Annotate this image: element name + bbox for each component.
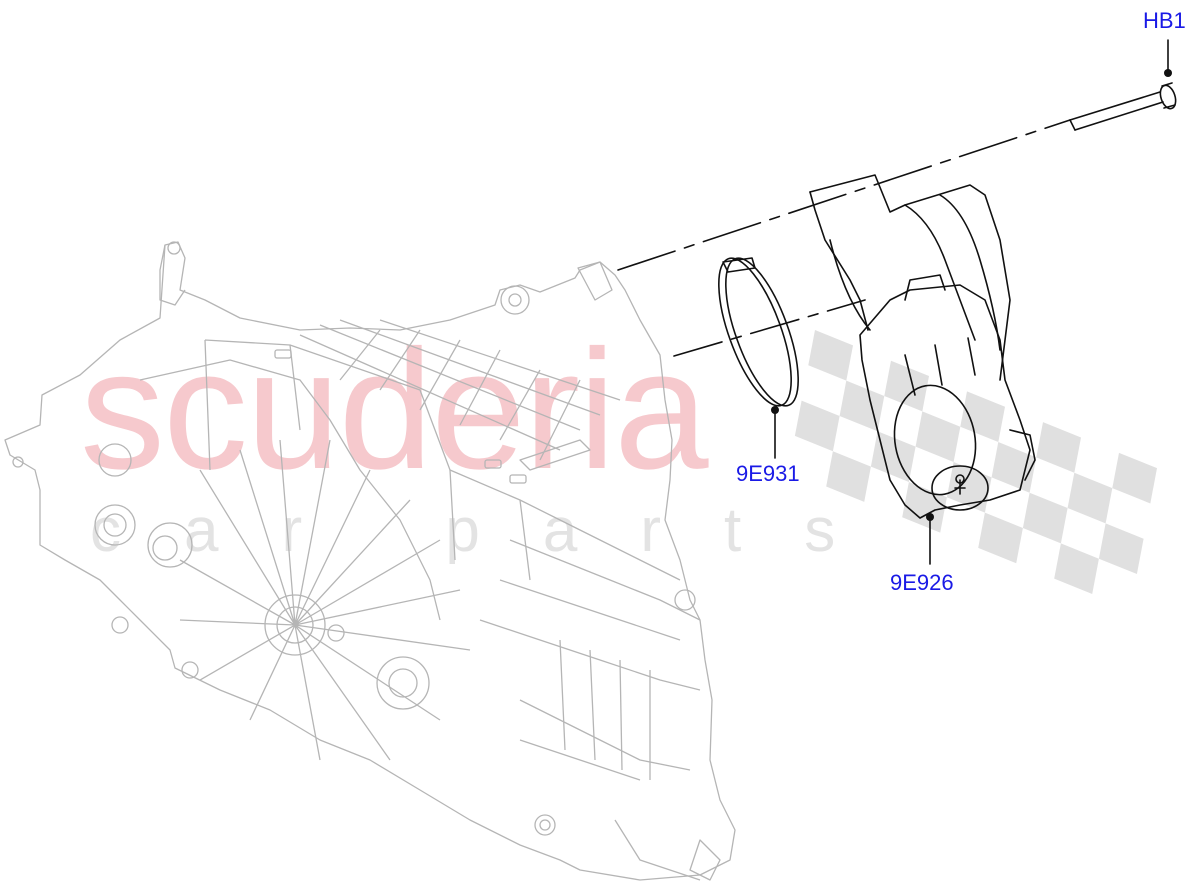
leader-dot-hb1 — [1164, 69, 1172, 77]
actuator-9e926 — [809, 174, 1036, 519]
callout-9e926[interactable]: 9E926 — [890, 570, 954, 595]
alignment-line-lower — [673, 299, 866, 357]
callout-9e931[interactable]: 9E931 — [736, 461, 800, 486]
alignment-line-upper — [617, 119, 1071, 271]
callout-hb1[interactable]: HB1 — [1143, 8, 1186, 33]
watermark-tagline: car parts — [90, 496, 899, 565]
watermark-brand: scuderia — [80, 315, 709, 505]
leader-dot-9e931 — [771, 406, 779, 414]
seal-ring-9e931 — [718, 257, 799, 407]
bolt-hb1 — [1069, 82, 1177, 131]
leader-dot-9e926 — [926, 513, 934, 521]
